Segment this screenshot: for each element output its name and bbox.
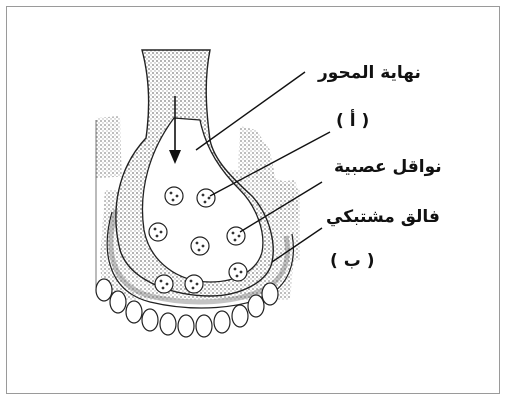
label-axon-terminal: نهاية المحور [317,63,421,83]
label-a: ( أ ) [336,109,369,131]
label-vesicles: نواقل عصبية [334,157,442,177]
label-b: ( ب ) [330,251,375,271]
label-synaptic-cleft: فالق مشتبكي [326,207,440,227]
